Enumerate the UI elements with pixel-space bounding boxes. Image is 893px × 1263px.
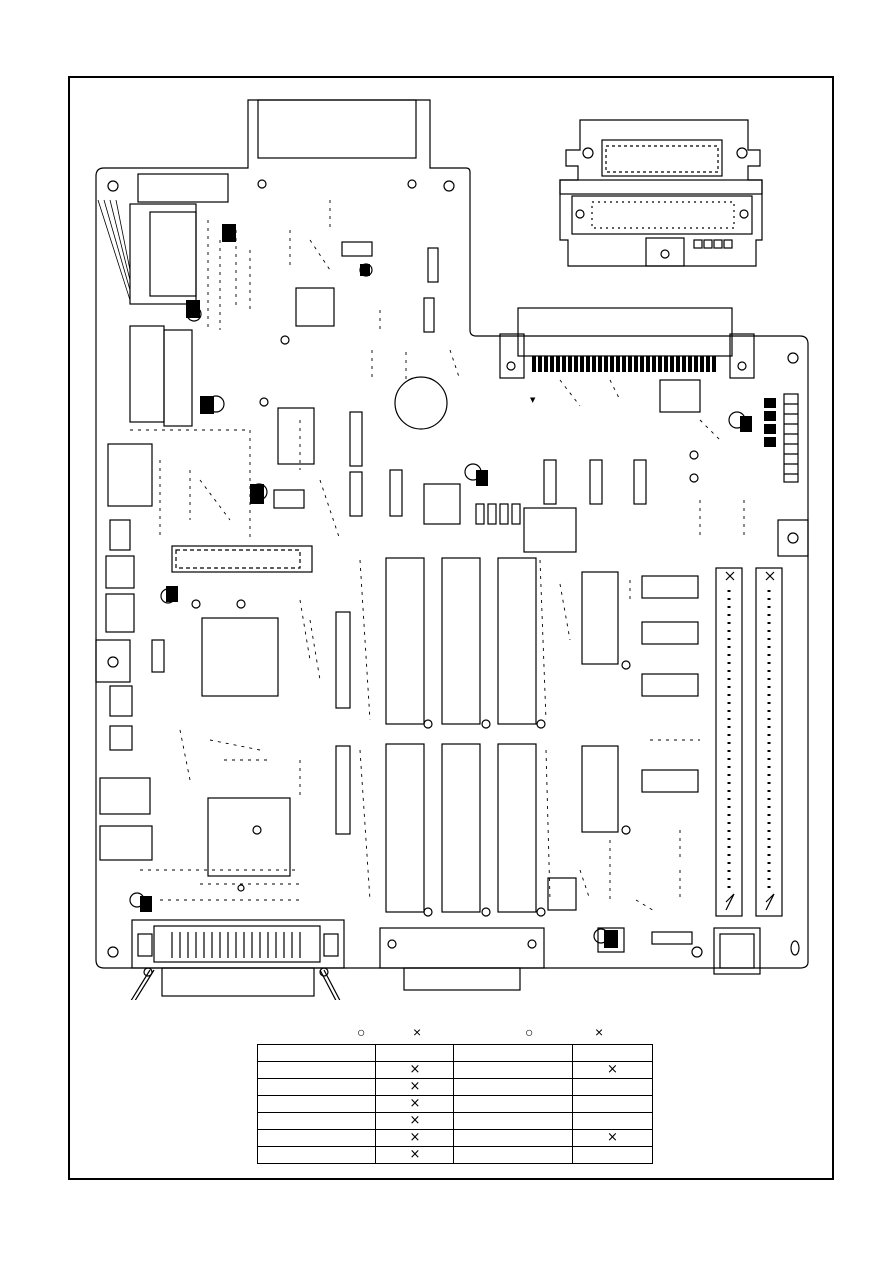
edge-connector xyxy=(499,307,755,379)
legend-cell xyxy=(453,1146,573,1164)
board-diagram: ▼ xyxy=(95,99,809,1000)
legend-cell xyxy=(453,1061,573,1079)
main-board-outline xyxy=(95,99,809,969)
legend-row xyxy=(256,1044,654,1062)
cross-symbol: × xyxy=(595,1024,604,1040)
legend-grid: ×××××××× xyxy=(256,1044,654,1164)
legend-header: ○ × ○ × xyxy=(257,1024,653,1044)
legend-cell xyxy=(571,1112,654,1130)
board-traces xyxy=(130,200,745,913)
legend-cell: × xyxy=(375,1095,455,1113)
legend-cell: × xyxy=(375,1078,455,1096)
legend-cell xyxy=(453,1129,573,1147)
legend-cell: × xyxy=(375,1146,455,1164)
expansion-slots xyxy=(659,379,799,917)
legend-cell xyxy=(256,1112,377,1130)
top-card-slot xyxy=(257,99,417,159)
legend-cell xyxy=(453,1112,573,1130)
legend-cell xyxy=(256,1044,377,1062)
legend-cell xyxy=(453,1078,573,1096)
left-bracket xyxy=(95,639,131,683)
legend-cell: × xyxy=(375,1112,455,1130)
legend-cell xyxy=(375,1044,455,1062)
legend-table: ○ × ○ × ×××××××× xyxy=(256,1024,654,1164)
expansion-connector-module xyxy=(559,119,763,267)
bottom-connectors xyxy=(130,877,761,1000)
legend-cell: × xyxy=(375,1061,455,1079)
legend-cell: × xyxy=(571,1061,654,1079)
integrated-circuits xyxy=(171,241,577,877)
board-marking: ▼ xyxy=(530,396,536,404)
legend-cell xyxy=(256,1146,377,1164)
legend-cell xyxy=(256,1129,377,1147)
cross-symbol: × xyxy=(413,1024,422,1040)
circle-symbol: ○ xyxy=(525,1024,534,1040)
legend-cell xyxy=(256,1061,377,1079)
left-connectors xyxy=(97,173,229,861)
drawing-frame xyxy=(68,76,834,1180)
legend-cell xyxy=(571,1095,654,1113)
legend-cell xyxy=(571,1044,654,1062)
legend-cell: × xyxy=(375,1129,455,1147)
legend-row: ×× xyxy=(256,1061,654,1079)
legend-cell xyxy=(571,1078,654,1096)
circle-symbol: ○ xyxy=(357,1024,366,1040)
legend-cell xyxy=(256,1095,377,1113)
legend-cell xyxy=(571,1146,654,1164)
legend-row: × xyxy=(256,1095,654,1113)
filled-components xyxy=(140,224,776,948)
memory-chips xyxy=(151,247,699,913)
legend-cell xyxy=(453,1095,573,1113)
legend-cell xyxy=(256,1078,377,1096)
legend-row: × xyxy=(256,1112,654,1130)
legend-row: × xyxy=(256,1078,654,1096)
legend-cell: × xyxy=(571,1129,654,1147)
polarized-capacitors xyxy=(129,263,746,944)
mounting-holes xyxy=(107,179,800,958)
legend-cell xyxy=(453,1044,573,1062)
right-bracket xyxy=(777,519,809,557)
legend-row: × xyxy=(256,1146,654,1164)
legend-row: ×× xyxy=(256,1129,654,1147)
